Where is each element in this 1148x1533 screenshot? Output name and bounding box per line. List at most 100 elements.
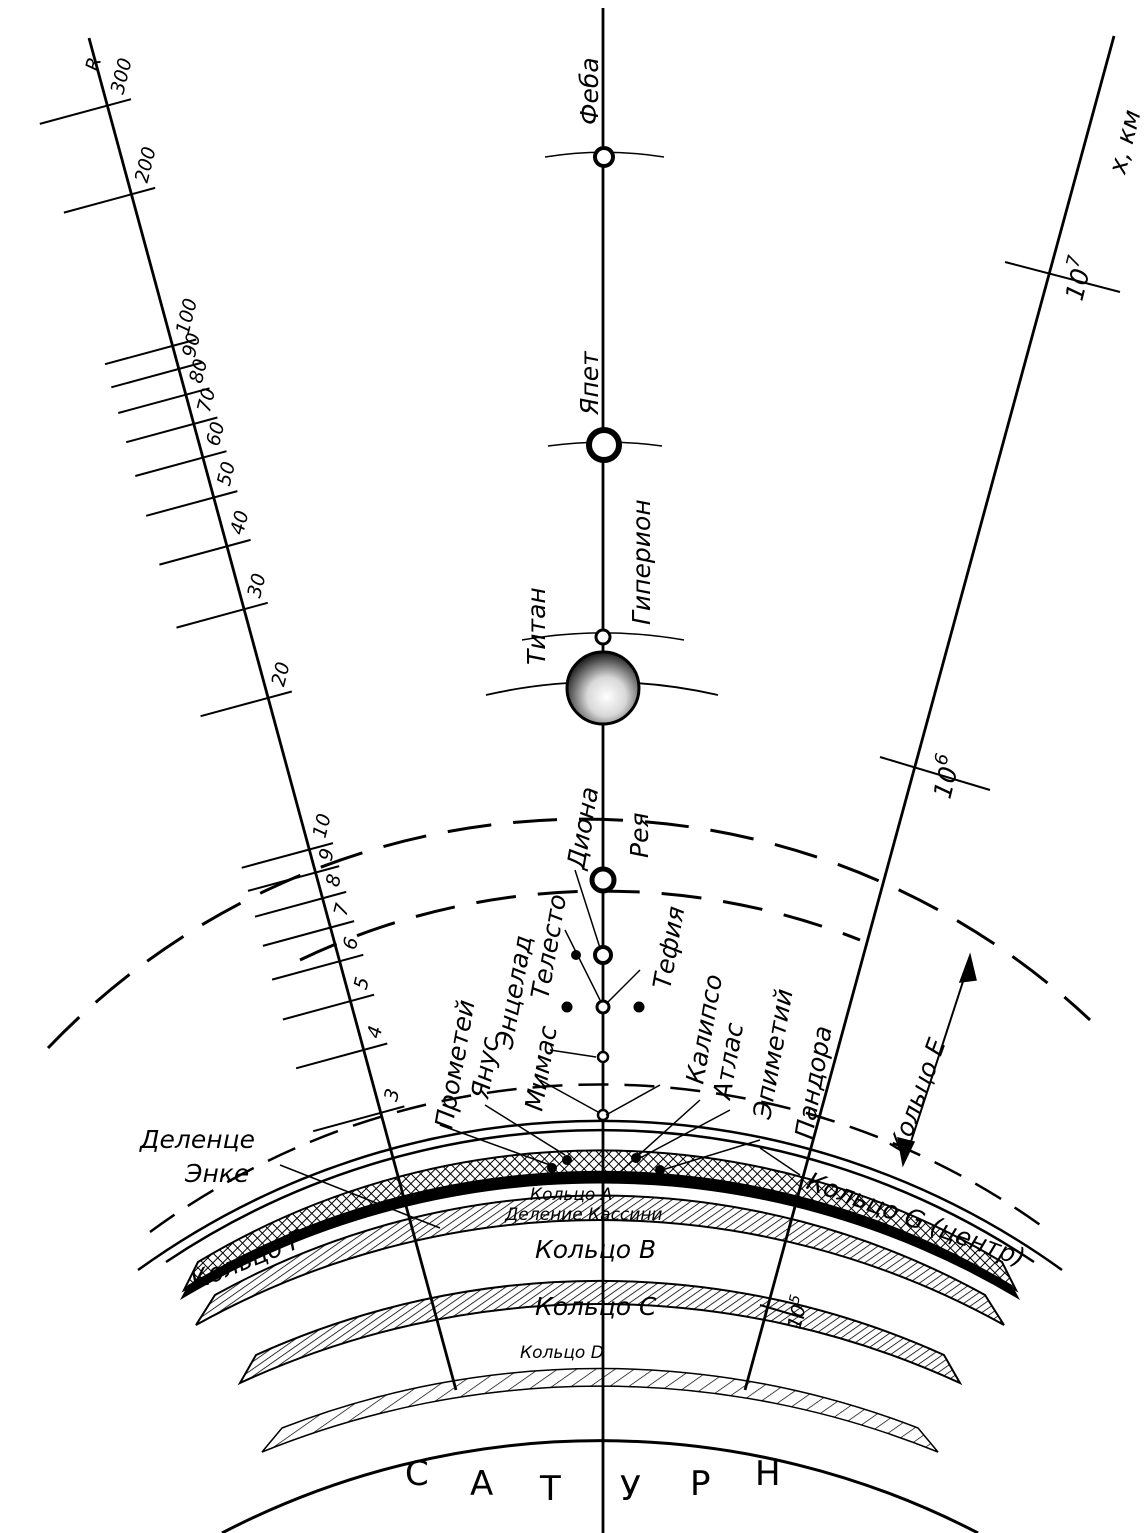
left-tick-label-4: 4 xyxy=(363,1024,387,1041)
label-ring-b: Кольцо B xyxy=(535,1235,656,1264)
moons xyxy=(547,146,665,1175)
planet-label: С А Т У Р Н xyxy=(405,1454,781,1509)
left-tick-200 xyxy=(63,186,156,214)
left-tick-label-60: 60 xyxy=(202,420,229,449)
planet-letter-3: Т xyxy=(539,1469,563,1509)
tick-10-6 xyxy=(879,756,991,791)
saturn-limb xyxy=(221,1439,979,1533)
label-encke-1: Деленце xyxy=(139,1125,255,1154)
left-tick-7 xyxy=(262,920,355,947)
leader-pandora xyxy=(661,1139,761,1171)
right-axis-labels: 105 106 107 x, км xyxy=(781,107,1147,1332)
left-tick-30 xyxy=(176,601,268,629)
label-ring-c: Кольцо C xyxy=(535,1292,657,1321)
leader-prometey xyxy=(439,1124,551,1166)
left-tick-80 xyxy=(118,387,210,414)
label-feba: Феба xyxy=(575,57,604,125)
label-titan: Титан xyxy=(522,587,551,665)
ring-e-arrow-head-top xyxy=(958,952,977,983)
moon-prometey xyxy=(547,1163,557,1173)
tick-label-10-7: 107 xyxy=(1055,253,1099,304)
planet-letter-2: А xyxy=(470,1464,495,1504)
leader-lines xyxy=(279,869,977,1229)
tick-10-7 xyxy=(1004,261,1121,293)
left-tick-90 xyxy=(111,361,203,389)
leader-epimetiy xyxy=(639,1109,731,1159)
left-tick-label-80: 80 xyxy=(185,357,212,386)
moon-labels: Феба Япет Гиперион Титан Рея Диона Телес… xyxy=(429,57,837,1141)
tick-10-5 xyxy=(759,1304,805,1319)
left-tick-4 xyxy=(295,1042,388,1070)
leader-yanus xyxy=(484,1104,566,1156)
left-tick-label-70: 70 xyxy=(193,386,220,415)
left-tick-40 xyxy=(159,538,251,566)
moon-yanus xyxy=(562,1155,572,1165)
planet-letter-1: С xyxy=(405,1454,431,1494)
planet-letter-4: У xyxy=(620,1469,643,1509)
moon-telesto xyxy=(561,1001,573,1013)
leader-diona xyxy=(574,869,601,949)
ring-c-band xyxy=(237,1279,963,1386)
ring-e-arrow-head-bottom xyxy=(897,1136,916,1168)
label-ring-g: Кольцо G (центр) xyxy=(803,1166,1029,1272)
label-cassini: Деление Кассини xyxy=(504,1205,662,1225)
label-yapet: Япет xyxy=(575,350,604,416)
ring-bands xyxy=(180,1149,1020,1453)
leader-encke xyxy=(279,1164,441,1229)
left-tick-label-9: 9 xyxy=(315,846,339,863)
left-tick-label-30: 30 xyxy=(243,571,270,600)
ring-f-arc xyxy=(165,1128,1035,1264)
left-tick-300 xyxy=(39,98,132,125)
ring-g-arc xyxy=(137,1119,1063,1272)
tick-label-10-5: 105 xyxy=(781,1293,813,1331)
planet-letter-5: Р xyxy=(690,1464,713,1504)
left-tick-20 xyxy=(200,690,293,718)
tick-label-10-6: 106 xyxy=(923,751,966,801)
label-tefiya: Тефия xyxy=(647,904,690,991)
label-encke-2: Энке xyxy=(184,1159,249,1188)
left-tick-50 xyxy=(145,490,238,517)
left-tick-6 xyxy=(271,953,364,981)
left-tick-100 xyxy=(104,338,197,366)
label-ring-d: Кольцо D xyxy=(520,1343,604,1363)
label-ring-a: Кольцо A xyxy=(530,1185,612,1205)
left-axis-ticks xyxy=(39,98,405,1133)
left-axis-line xyxy=(87,37,458,1391)
left-tick-label-300: 300 xyxy=(107,56,137,97)
axis-unit-r: R xyxy=(82,55,107,73)
ring-e-arrow-line xyxy=(904,959,971,1161)
label-epimetiy: Эпиметий xyxy=(747,987,799,1122)
left-tick-label-50: 50 xyxy=(213,459,240,488)
right-axis-line xyxy=(743,35,1116,1391)
label-ring-e: Кольцо E xyxy=(883,1034,951,1157)
left-tick-70 xyxy=(125,416,218,444)
moon-kalipso xyxy=(633,1001,645,1013)
moon-tefiya xyxy=(595,999,611,1015)
left-tick-label-3: 3 xyxy=(380,1086,404,1103)
label-giperion: Гиперион xyxy=(627,499,656,625)
left-tick-label-8: 8 xyxy=(322,872,346,889)
left-tick-10 xyxy=(241,842,334,869)
left-tick-8 xyxy=(254,890,347,918)
ring-a-band xyxy=(181,1149,1019,1293)
leader-enkelad xyxy=(549,1049,597,1058)
label-pandora: Пандора xyxy=(789,1024,837,1142)
left-tick-9 xyxy=(247,865,340,892)
moon-yapet xyxy=(586,427,622,463)
leader-tefiya xyxy=(607,969,641,1003)
left-tick-label-40: 40 xyxy=(226,508,253,537)
leader-mimas xyxy=(539,1079,599,1113)
leader-ring-g xyxy=(759,1147,801,1176)
moon-diona xyxy=(593,945,613,965)
axes xyxy=(39,8,1121,1533)
left-tick-3 xyxy=(312,1105,405,1133)
leader-atlas xyxy=(619,1099,701,1173)
label-mimas: Мимас xyxy=(519,1023,562,1113)
moon-reya xyxy=(589,866,617,894)
label-reya: Рея xyxy=(625,813,654,859)
orbit-reya xyxy=(299,889,861,962)
leader-kalipso xyxy=(605,1084,661,1116)
